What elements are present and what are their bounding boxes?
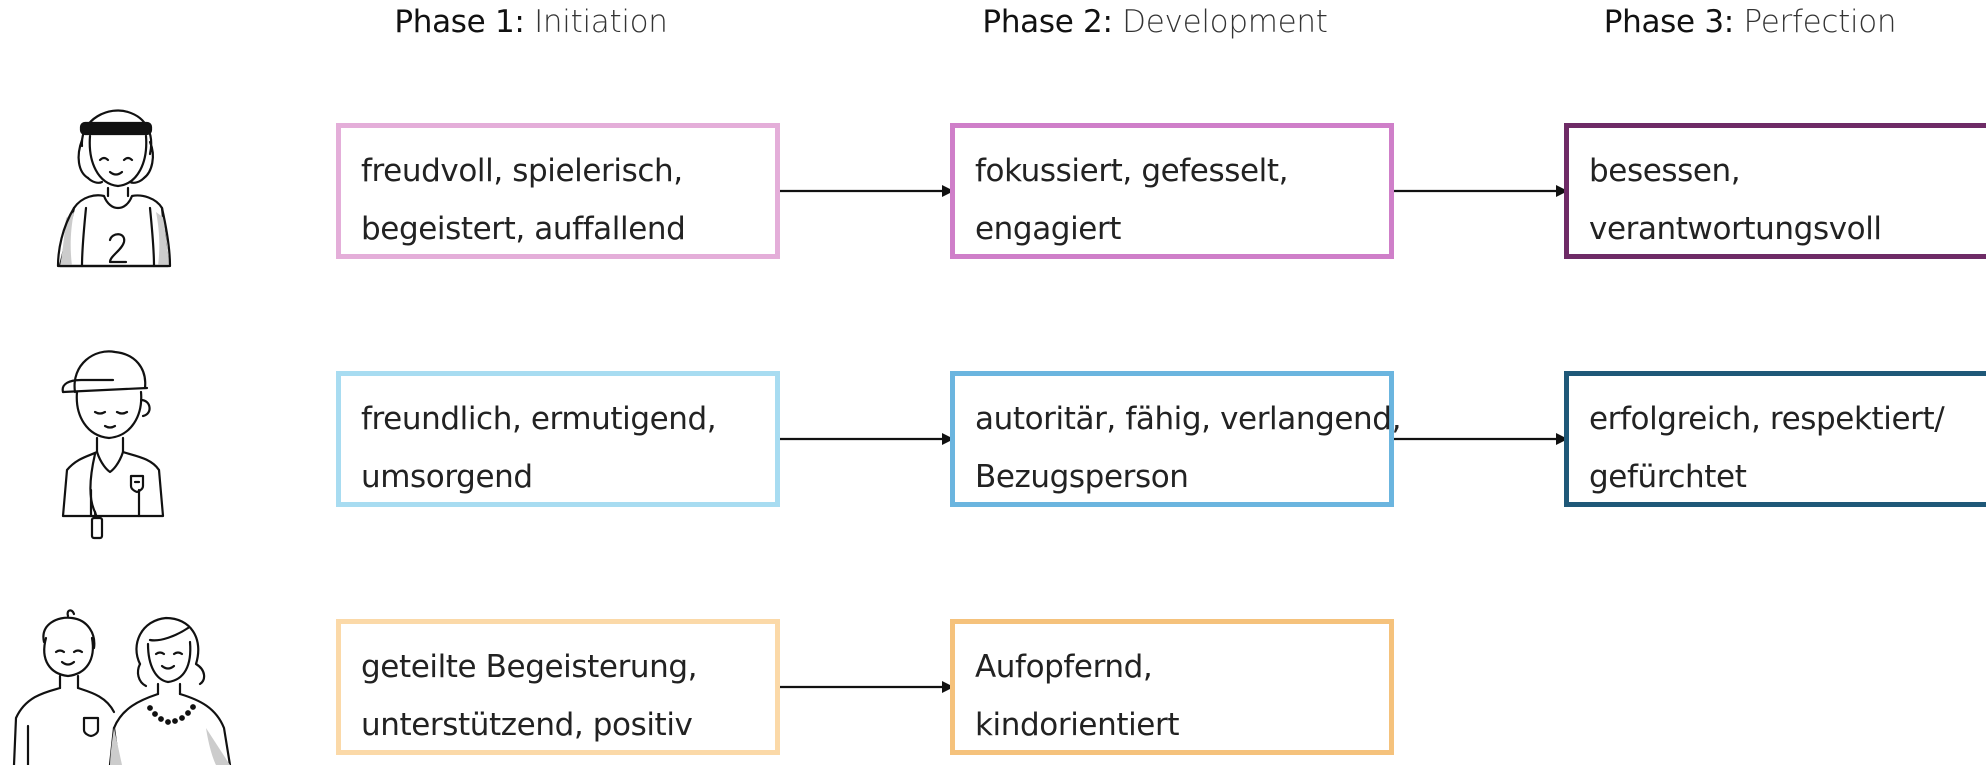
phase-header-3: Phase 3: Perfection bbox=[1604, 4, 1897, 40]
box-line: freundlich, ermutigend, bbox=[361, 401, 717, 437]
box-line: besessen, bbox=[1589, 153, 1741, 189]
row-parents-phase-1-box: geteilte Begeisterung, unterstützend, po… bbox=[336, 619, 780, 755]
phase-3-name: Perfection bbox=[1743, 4, 1897, 40]
box-line: gefürchtet bbox=[1589, 459, 1747, 495]
box-line: geteilte Begeisterung, bbox=[361, 649, 698, 685]
row-parents-phase-2-box: Aufopfernd, kindorientiert bbox=[950, 619, 1394, 755]
box-line: umsorgend bbox=[361, 459, 533, 495]
coach-icon bbox=[61, 350, 165, 540]
row-coach-phase-1-box: freundlich, ermutigend, umsorgend bbox=[336, 371, 780, 507]
phase-2-name: Development bbox=[1122, 4, 1328, 40]
box-line: freudvoll, spielerisch, bbox=[361, 153, 683, 189]
box-line: kindorientiert bbox=[975, 707, 1180, 743]
box-line: Bezugsperson bbox=[975, 459, 1189, 495]
row-athlete-phase-3-box: besessen, verantwortungsvoll bbox=[1564, 123, 1986, 259]
box-line: unterstützend, positiv bbox=[361, 707, 693, 743]
row-coach-phase-2-box: autoritär, fähig, verlangend, Bezugspers… bbox=[950, 371, 1402, 507]
box-line: Aufopfernd, bbox=[975, 649, 1153, 685]
athlete-icon bbox=[56, 109, 172, 268]
phase-1-name: Initiation bbox=[534, 4, 668, 40]
row-athlete-phase-1-box: freudvoll, spielerisch, begeistert, auff… bbox=[336, 123, 780, 259]
phase-1-label: Phase 1: bbox=[394, 4, 525, 40]
box-line: fokussiert, gefesselt, bbox=[975, 153, 1289, 189]
parents-icon bbox=[12, 609, 232, 765]
phase-2-label: Phase 2: bbox=[982, 4, 1113, 40]
box-line: engagiert bbox=[975, 211, 1122, 247]
row-coach-phase-3-box: erfolgreich, respektiert/ gefürchtet bbox=[1564, 371, 1986, 507]
box-line: erfolgreich, respektiert/ bbox=[1589, 401, 1945, 437]
row-athlete-phase-2-box: fokussiert, gefesselt, engagiert bbox=[950, 123, 1394, 259]
box-line: begeistert, auffallend bbox=[361, 211, 686, 247]
phase-header-1: Phase 1: Initiation bbox=[394, 4, 668, 40]
box-line: verantwortungsvoll bbox=[1589, 211, 1882, 247]
phase-3-label: Phase 3: bbox=[1603, 4, 1734, 40]
phase-header-2: Phase 2: Development bbox=[982, 4, 1327, 40]
box-line: autoritär, fähig, verlangend, bbox=[975, 401, 1402, 437]
